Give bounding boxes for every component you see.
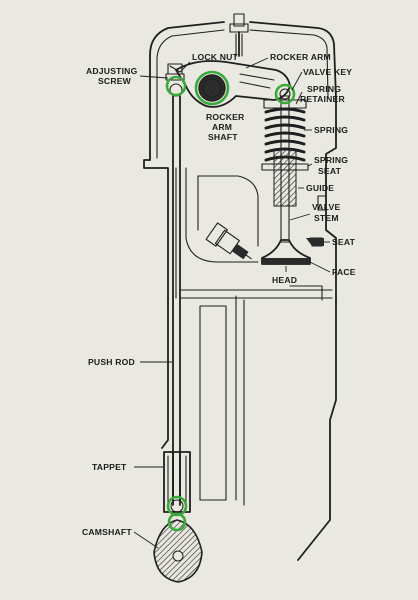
- valve-spring: [261, 99, 309, 171]
- label-tappet: TAPPET: [92, 462, 127, 472]
- label-guide: GUIDE: [306, 183, 334, 193]
- label-rocker-arm-shaft-line3: SHAFT: [208, 132, 238, 142]
- valve-guide: [273, 149, 297, 207]
- label-valve-stem-line2: STEM: [314, 213, 339, 223]
- callout-labels: LOCK NUT ROCKER ARM ADJUSTING SCREW VALV…: [82, 52, 356, 537]
- label-rocker-arm-shaft-line1: ROCKER: [206, 112, 245, 122]
- label-rocker-arm-shaft-line2: ARM: [212, 122, 232, 132]
- rocker-arm-shaft: [198, 74, 226, 102]
- label-push-rod: PUSH ROD: [88, 357, 135, 367]
- label-spring: SPRING: [314, 125, 348, 135]
- spark-plug: [205, 222, 252, 260]
- label-seat: SEAT: [332, 237, 356, 247]
- camshaft: [153, 519, 203, 583]
- valve-seat: [306, 238, 324, 246]
- highlight-adjusting-screw: [165, 75, 187, 97]
- label-head: HEAD: [272, 275, 297, 285]
- label-camshaft: CAMSHAFT: [82, 527, 132, 537]
- label-adjusting-screw-line2: SCREW: [98, 76, 132, 86]
- label-valve-stem-line1: VALVE: [312, 202, 340, 212]
- label-lock-nut: LOCK NUT: [192, 52, 239, 62]
- highlight-cam-lobe: [167, 512, 187, 532]
- label-face: FACE: [332, 267, 356, 277]
- label-rocker-arm: ROCKER ARM: [270, 52, 331, 62]
- highlight-valve-tip: [274, 83, 296, 105]
- label-valve-key: VALVE KEY: [303, 67, 352, 77]
- adjusting-screw: [165, 63, 185, 97]
- label-spring-seat-line2: SEAT: [318, 166, 342, 176]
- leader-lines: [133, 57, 331, 549]
- engine-block-outline: [143, 21, 337, 561]
- label-spring-retainer-line1: SPRING: [307, 84, 341, 94]
- valve: [261, 88, 311, 265]
- wear-point-highlights: [165, 70, 296, 532]
- highlight-rocker-shaft: [194, 70, 230, 106]
- label-spring-retainer-line2: RETAINER: [300, 94, 345, 104]
- label-adjusting-screw-line1: ADJUSTING: [86, 66, 138, 76]
- push-rod: [172, 95, 181, 501]
- rocker-stud: [229, 13, 249, 57]
- label-spring-seat-line1: SPRING: [314, 155, 348, 165]
